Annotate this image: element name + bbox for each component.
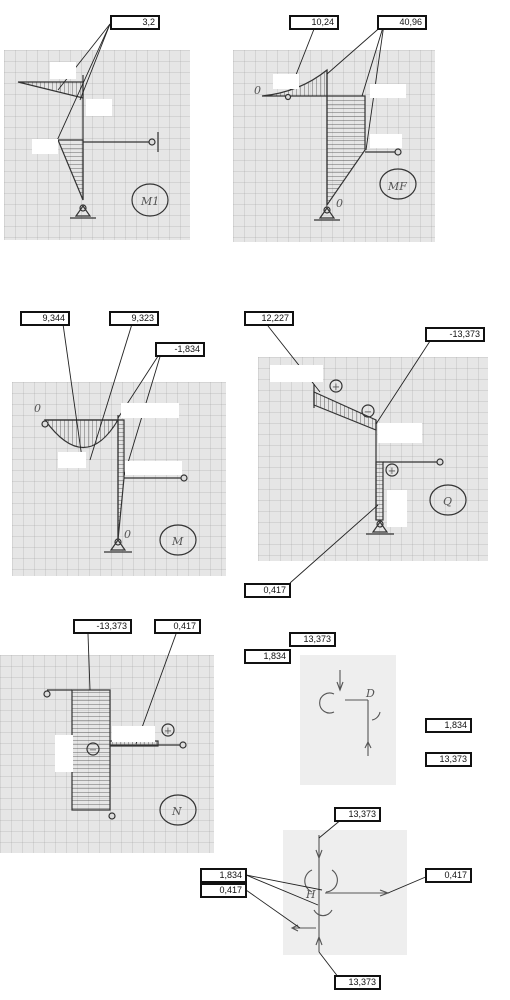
m-blank-3 [125,461,182,475]
node-d-sketch [319,670,381,756]
q-minus-sign: − [364,407,372,418]
node-d-panel [300,655,396,785]
m1-name: M1 [140,195,159,208]
m1-top-value-label: 3,2 [110,15,160,30]
m1-blank-1 [50,62,76,79]
n-left-value-label: -13,373 [73,619,132,634]
node-d-name: D [365,687,375,700]
m-blank-1 [121,403,179,418]
q-blank-3 [387,490,407,527]
n-right-value-label: 0,417 [154,619,201,634]
n-leaders [87,633,177,745]
node-h-sketch [290,835,390,952]
node-d-right-label-2: 13,373 [425,752,472,767]
m-blank-2 [58,452,86,468]
q-left-value-label: 12,227 [244,311,294,326]
node-h-top-label: 13,373 [334,807,381,822]
diagram-n-panel [0,655,214,853]
m-zero-mark-bottom: 0 [124,528,131,541]
mf-name: MF [387,180,407,193]
n-blank-1 [55,735,73,772]
m-mid-value-label: 9,323 [109,311,159,326]
m1-leaders [54,23,111,146]
node-h-left-label-2: 0,417 [200,883,247,898]
q-blank-1 [270,365,323,382]
q-bottom-value-label: 0,417 [244,583,291,598]
m-right-value-label: -1,834 [155,342,205,357]
node-h-name: H [305,888,316,901]
node-d-top-left-label: 1,834 [244,649,291,664]
q-plus-sign-2: + [388,466,396,477]
n-diagram [43,689,197,826]
q-name: Q [443,495,452,508]
m-zero-mark: 0 [34,402,41,415]
n-plus-sign: + [164,726,172,737]
mf-right-value-label: 40,96 [377,15,427,30]
m1-blank-2 [86,99,112,116]
m-name: M [171,535,184,548]
node-d-right-label-1: 1,834 [425,718,472,733]
mf-zero-mark-bottom: 0 [336,197,343,210]
m1-blank-3 [32,139,58,154]
diagram-q-panel [258,357,488,561]
q-diagram [313,379,467,535]
m-left-value-label: 9,344 [20,311,70,326]
m-diagram [41,415,197,556]
mf-diagram [261,68,417,221]
node-leaders [245,813,429,983]
q-plus-sign: + [332,382,340,393]
mf-blank-2 [370,84,406,98]
mf-blank-1 [273,74,299,89]
q-blank-2 [378,423,422,443]
m1-diagram [17,75,169,219]
mf-zero-mark: 0 [254,84,261,97]
n-name: N [171,805,182,818]
n-minus-sign: − [89,745,97,756]
mf-blank-3 [370,134,402,148]
node-d-top-right-label: 13,373 [289,632,336,647]
n-blank-2 [112,726,155,742]
q-right-value-label: -13,373 [425,327,485,342]
node-h-left-label-1: 1,834 [200,868,247,883]
node-h-right-label: 0,417 [425,868,472,883]
mf-left-value-label: 10,24 [289,15,339,30]
node-h-bottom-label: 13,373 [334,975,381,990]
